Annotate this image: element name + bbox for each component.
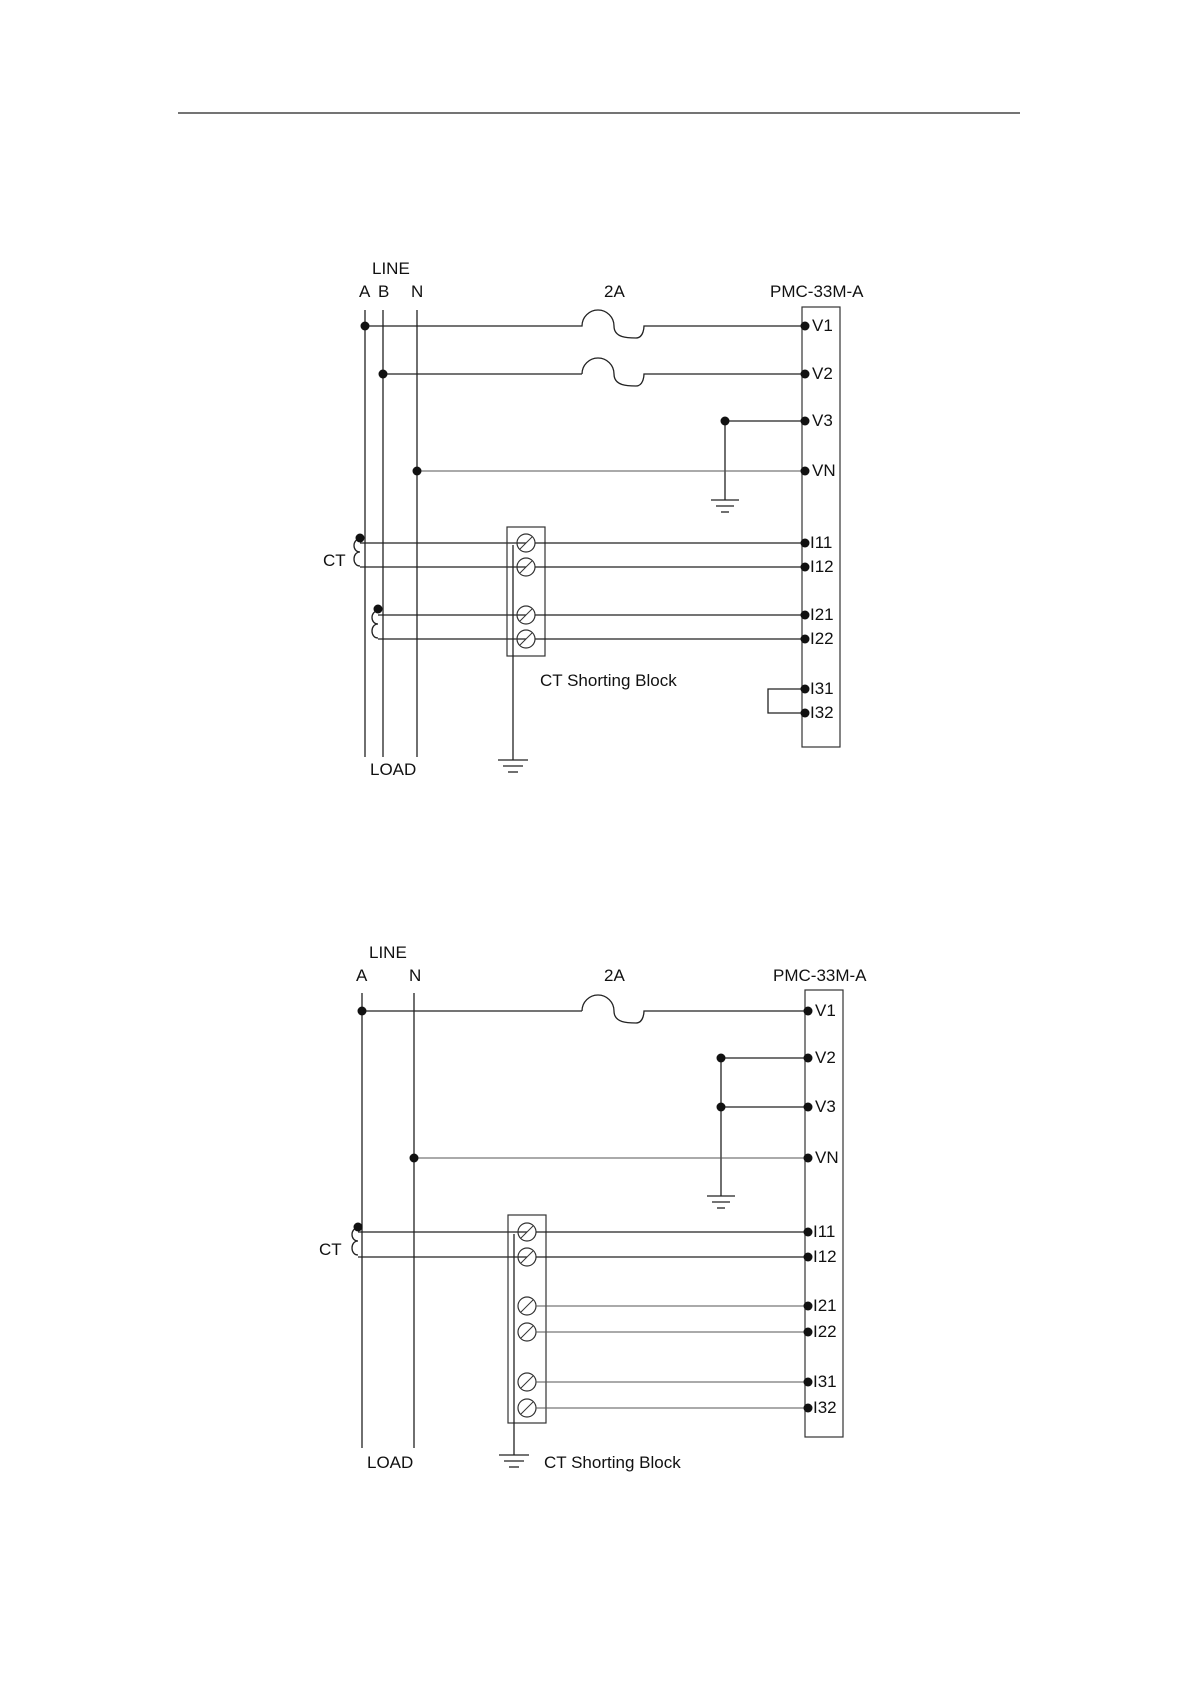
ground-icon (499, 1455, 529, 1467)
ground-icon (711, 500, 739, 512)
terminal-v2: V2 (812, 364, 833, 383)
v3-wire (725, 421, 805, 500)
v2-wire (383, 358, 805, 386)
terminal-v2: V2 (815, 1048, 836, 1067)
phase-b-label: B (378, 282, 389, 301)
shorting-block-label: CT Shorting Block (544, 1453, 681, 1472)
v1-wire (362, 995, 808, 1023)
terminal-v3: V3 (812, 411, 833, 430)
terminal-v3: V3 (815, 1097, 836, 1116)
v1-wire (365, 310, 805, 338)
terminal-vn: VN (812, 461, 836, 480)
line-label: LINE (369, 943, 407, 962)
screw-terminals (518, 1223, 536, 1417)
ct-label: CT (323, 551, 346, 570)
load-label: LOAD (367, 1453, 413, 1472)
neutral-label: N (411, 282, 423, 301)
terminal-i12: I12 (810, 557, 834, 576)
terminal-vn: VN (815, 1148, 839, 1167)
terminal-i11: I11 (813, 1222, 835, 1241)
phase-a-label: A (359, 282, 371, 301)
meter-label: PMC-33M-A (770, 282, 864, 301)
neutral-label: N (409, 966, 421, 985)
ct-coil-1 (354, 539, 360, 566)
terminal-i32: I32 (813, 1398, 837, 1417)
meter-label: PMC-33M-A (773, 966, 867, 985)
terminal-i22: I22 (810, 629, 834, 648)
terminal-i12: I12 (813, 1247, 837, 1266)
terminal-i32: I32 (810, 703, 834, 722)
ground-icon (707, 1196, 735, 1208)
junction-dots (354, 1007, 813, 1413)
terminal-v1: V1 (815, 1001, 836, 1020)
terminal-i22: I22 (813, 1322, 837, 1341)
phase-a-label: A (356, 966, 368, 985)
v2-v3-wire (721, 1058, 808, 1196)
terminal-i21: I21 (810, 605, 834, 624)
ground-icon (498, 760, 528, 772)
diagram-2: LINE A N 2A PMC-33M-A CT CT Shorting Blo… (319, 943, 867, 1472)
diagram-1: LINE A B N 2A PMC-33M-A CT CT Shorting B… (323, 259, 864, 779)
terminal-i11: I11 (810, 533, 832, 552)
screw-terminals (517, 534, 535, 648)
ct-label: CT (319, 1240, 342, 1259)
terminal-v1: V1 (812, 316, 833, 335)
ct-coil-2 (372, 611, 378, 638)
terminal-i31: I31 (810, 679, 834, 698)
terminal-i31: I31 (813, 1372, 837, 1391)
load-label: LOAD (370, 760, 416, 779)
fuse-label: 2A (604, 966, 625, 985)
terminal-i21: I21 (813, 1296, 837, 1315)
line-label: LINE (372, 259, 410, 278)
shorting-block-label: CT Shorting Block (540, 671, 677, 690)
junction-dots (356, 322, 810, 718)
ct-coil (352, 1228, 358, 1255)
i3-jumper (768, 689, 805, 713)
fuse-label: 2A (604, 282, 625, 301)
